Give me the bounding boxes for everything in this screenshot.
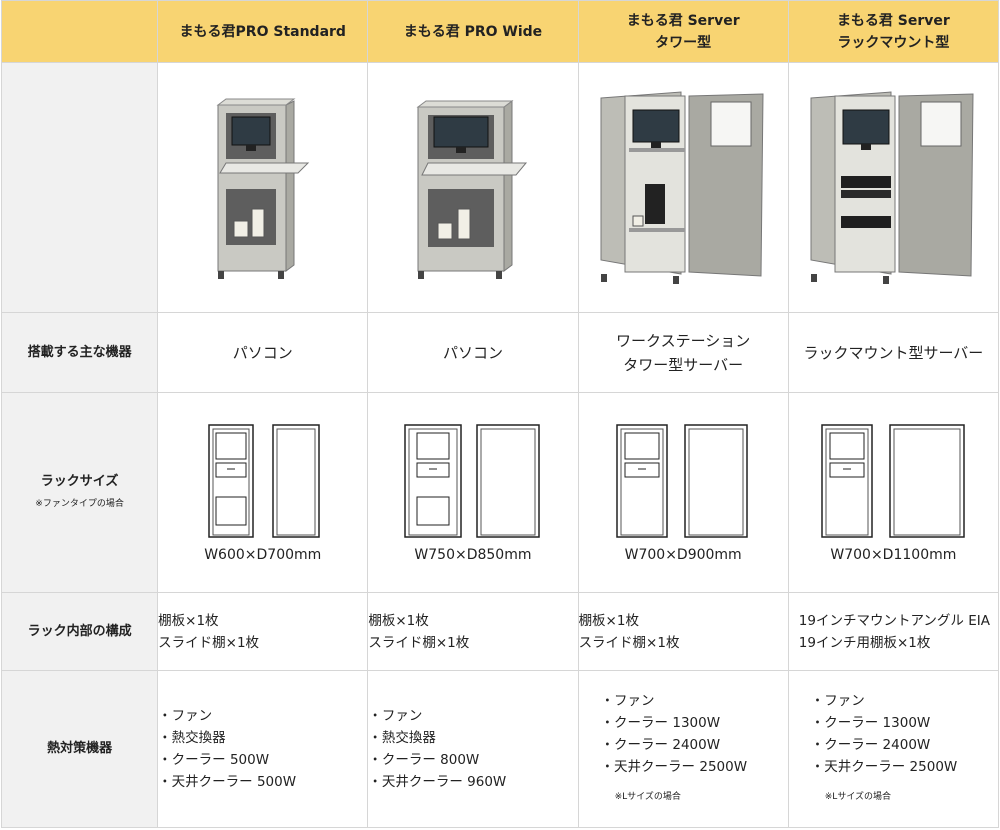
photo-row-label xyxy=(0,62,159,313)
cooling-standard: ・ファン ・熱交換器 ・クーラー 500W ・天井クーラー 500W xyxy=(157,670,369,828)
rack-size-note: ※ファンタイプの場合 xyxy=(35,498,124,509)
equipment-wide: パソコン xyxy=(367,312,579,393)
rack-size-wide: W750×D850mm xyxy=(367,392,579,593)
equipment-label: 搭載する主な機器 xyxy=(0,312,159,393)
rack-diagram-server-tower xyxy=(616,423,748,538)
product-image-standard xyxy=(157,62,369,313)
product-image-server-rackmount xyxy=(787,62,1000,313)
structure-wide: 棚板×1枚スライド棚×1枚 xyxy=(367,592,579,671)
cooling-note-server-tower: ※Lサイズの場合 xyxy=(614,792,681,802)
cooling-note-server-rackmount: ※Lサイズの場合 xyxy=(824,792,892,802)
cooling-server-rackmount: ・ファン ・クーラー 1300W ・クーラー 2400W ・天井クーラー 250… xyxy=(787,670,1000,828)
rack-size-label: ラックサイズ ※ファンタイプの場合 xyxy=(0,392,159,593)
cooling-wide: ・ファン ・熱交換器 ・クーラー 800W ・天井クーラー 960W xyxy=(367,670,579,828)
rack-size-server-rackmount: W700×D1100mm xyxy=(787,392,1000,593)
rack-size-row: ラックサイズ ※ファンタイプの場合 W600×D700mm xyxy=(0,392,1000,593)
rack-diagram-standard xyxy=(208,423,320,538)
product-image-server-tower xyxy=(577,62,789,313)
rack-diagram-server-rackmount xyxy=(821,423,966,538)
structure-standard: 棚板×1枚スライド棚×1枚 xyxy=(157,592,369,671)
equipment-server-tower: ワークステーションタワー型サーバー xyxy=(577,312,789,393)
corner-cell xyxy=(0,0,159,63)
rack-size-server-tower: W700×D900mm xyxy=(577,392,789,593)
equipment-row: 搭載する主な機器 パソコン パソコン ワークステーションタワー型サーバー ラック… xyxy=(0,312,1000,393)
cooling-server-tower: ・ファン ・クーラー 1300W ・クーラー 2400W ・天井クーラー 250… xyxy=(577,670,789,828)
structure-label: ラック内部の構成 xyxy=(0,592,159,671)
header-row: まもる君PRO Standard まもる君 PRO Wide まもる君 Serv… xyxy=(0,0,1000,63)
equipment-standard: パソコン xyxy=(157,312,369,393)
equipment-server-rackmount: ラックマウント型サーバー xyxy=(787,312,1000,393)
rack-size-standard: W600×D700mm xyxy=(157,392,369,593)
photo-row xyxy=(0,62,1000,313)
product-name-wide: まもる君 PRO Wide xyxy=(367,0,579,63)
structure-server-tower: 棚板×1枚スライド棚×1枚 xyxy=(577,592,789,671)
product-image-wide xyxy=(367,62,579,313)
structure-row: ラック内部の構成 棚板×1枚スライド棚×1枚 棚板×1枚スライド棚×1枚 棚板×… xyxy=(0,592,1000,671)
cooling-row: 熱対策機器 ・ファン ・熱交換器 ・クーラー 500W ・天井クーラー 500W… xyxy=(0,670,1000,828)
cooling-label: 熱対策機器 xyxy=(0,670,159,828)
rack-diagram-wide xyxy=(404,423,540,538)
product-name-standard: まもる君PRO Standard xyxy=(157,0,369,63)
